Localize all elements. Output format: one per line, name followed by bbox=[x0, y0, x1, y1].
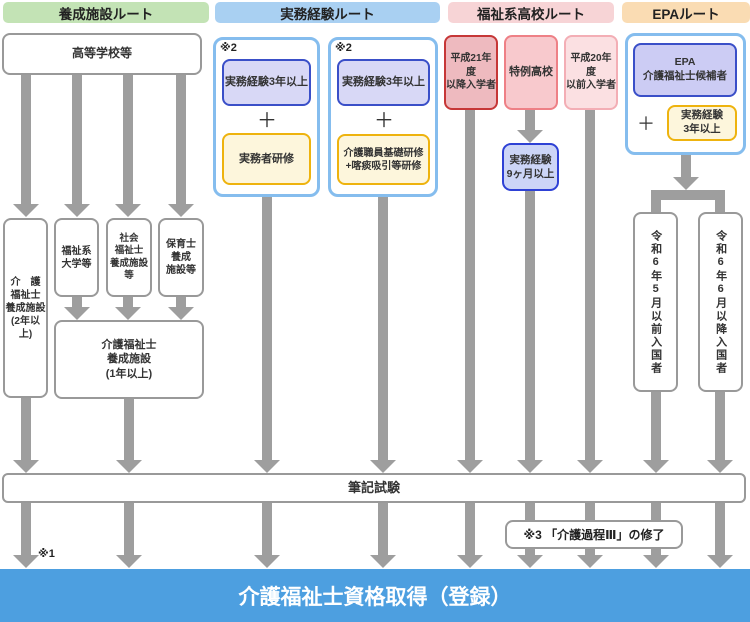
flow-arrow-shaft bbox=[262, 503, 272, 555]
flow-arrow-head bbox=[457, 460, 483, 473]
header-fukushikei-route: 福祉系高校ルート bbox=[448, 2, 614, 23]
flow-arrow-shaft bbox=[21, 75, 31, 204]
box-heisei20-earlier: 平成20年度 以前入学者 bbox=[564, 35, 618, 110]
box-epa-experience: 実務経験 3年以上 bbox=[667, 105, 737, 141]
flow-arrow-head bbox=[254, 460, 280, 473]
box-written-exam: 筆記試験 bbox=[2, 473, 746, 503]
flow-arrow-head bbox=[517, 555, 543, 568]
flow-arrow-shaft bbox=[176, 75, 186, 204]
flow-arrow-head bbox=[168, 307, 194, 320]
plus-sign-2: ＋ bbox=[374, 109, 394, 132]
flow-arrow-head bbox=[115, 307, 141, 320]
note1-label: ※1 bbox=[38, 548, 55, 560]
flow-arrow-shaft bbox=[21, 503, 31, 555]
flow-arrow-head bbox=[13, 204, 39, 217]
flow-arrow-shaft bbox=[585, 110, 595, 460]
result-bar-qualification: 介護福祉士資格取得（登録） bbox=[0, 569, 750, 622]
box-shakai-fukushi: 社会 福祉士 養成施設 等 bbox=[106, 218, 152, 297]
plus-sign-epa: ＋ bbox=[637, 114, 655, 134]
epa-split-left-line bbox=[651, 190, 661, 213]
epa-split-right-line bbox=[715, 190, 725, 213]
flow-arrow-shaft bbox=[681, 155, 691, 177]
flow-arrow-head bbox=[707, 460, 733, 473]
flow-arrow-head bbox=[64, 204, 90, 217]
flow-arrow-shaft bbox=[123, 75, 133, 204]
flow-arrow-head bbox=[643, 555, 669, 568]
box-kiso-kenshu: 介護職員基礎研修 +喀痰吸引等研修 bbox=[337, 134, 430, 185]
flow-arrow-head bbox=[116, 555, 142, 568]
box-note3-kaigo-katei: ※3 「介護過程Ⅲ」の修了 bbox=[505, 520, 683, 549]
box-epa-candidate: EPA 介護福祉士候補者 bbox=[633, 43, 737, 97]
box-tokurei-koko: 特例高校 bbox=[504, 35, 558, 110]
flow-arrow-head bbox=[64, 307, 90, 320]
flow-arrow-shaft bbox=[465, 110, 475, 460]
box-reiwa6-june-after: 令和6年6月以降入国者 bbox=[698, 212, 743, 392]
flow-arrow-shaft bbox=[72, 75, 82, 204]
flow-arrow-head bbox=[116, 460, 142, 473]
flow-arrow-shaft bbox=[525, 191, 535, 460]
flow-arrow-head bbox=[673, 177, 699, 190]
flow-arrow-shaft bbox=[72, 297, 82, 307]
flow-arrow-shaft bbox=[525, 110, 535, 130]
flow-arrow-head bbox=[370, 460, 396, 473]
box-reiwa6-may-before: 令和6年5月以前入国者 bbox=[633, 212, 678, 392]
flow-arrow-shaft bbox=[378, 503, 388, 555]
flow-arrow-head bbox=[707, 555, 733, 568]
flow-arrow-head bbox=[457, 555, 483, 568]
flow-arrow-head bbox=[517, 130, 543, 143]
box-heisei21-later: 平成21年度 以降入学者 bbox=[444, 35, 498, 110]
header-epa-route: EPAルート bbox=[622, 2, 750, 23]
flow-arrow-shaft bbox=[124, 503, 134, 555]
header-yosei-route: 養成施設ルート bbox=[3, 2, 209, 23]
flow-arrow-head bbox=[254, 555, 280, 568]
header-jitsumu-route: 実務経験ルート bbox=[215, 2, 440, 23]
box-kaigo-yosei-2yr: 介 護 福祉士 養成施設 (2年以上) bbox=[3, 218, 48, 398]
box-jitsumu-keiken-2: 実務経験3年以上 bbox=[337, 59, 430, 106]
flow-arrow-head bbox=[13, 555, 39, 568]
flow-arrow-head bbox=[517, 460, 543, 473]
flow-arrow-head bbox=[370, 555, 396, 568]
flow-arrow-shaft bbox=[262, 197, 272, 460]
note2-label-2: ※2 bbox=[335, 42, 352, 54]
flow-arrow-head bbox=[643, 460, 669, 473]
box-hoikushi: 保育士 養成 施設等 bbox=[158, 218, 204, 297]
flow-arrow-shaft bbox=[651, 392, 661, 460]
box-jitsumu-keiken-1: 実務経験3年以上 bbox=[222, 59, 311, 106]
box-fukushikei-univ: 福祉系 大学等 bbox=[54, 218, 99, 297]
flow-arrow-shaft bbox=[176, 297, 186, 307]
flow-arrow-shaft bbox=[465, 503, 475, 555]
note2-label-1: ※2 bbox=[220, 42, 237, 54]
box-jitsumusha-kenshu: 実務者研修 bbox=[222, 133, 311, 185]
flow-arrow-shaft bbox=[715, 392, 725, 460]
flow-arrow-shaft bbox=[715, 503, 725, 555]
plus-sign-1: ＋ bbox=[257, 109, 277, 132]
epa-split-connector bbox=[651, 190, 725, 200]
flow-arrow-head bbox=[115, 204, 141, 217]
box-jitsumu-9months: 実務経験 9ヶ月以上 bbox=[502, 143, 559, 191]
box-koto-gakko: 高等学校等 bbox=[2, 33, 202, 75]
flow-arrow-head bbox=[13, 460, 39, 473]
box-kaigo-yosei-1yr: 介護福祉士 養成施設 (1年以上) bbox=[54, 320, 204, 399]
flow-arrow-head bbox=[577, 555, 603, 568]
flow-arrow-shaft bbox=[123, 297, 133, 307]
flow-arrow-head bbox=[168, 204, 194, 217]
flow-arrow-shaft bbox=[378, 197, 388, 460]
flow-arrow-head bbox=[577, 460, 603, 473]
flow-arrow-shaft bbox=[124, 399, 134, 460]
flow-arrow-shaft bbox=[21, 398, 31, 460]
